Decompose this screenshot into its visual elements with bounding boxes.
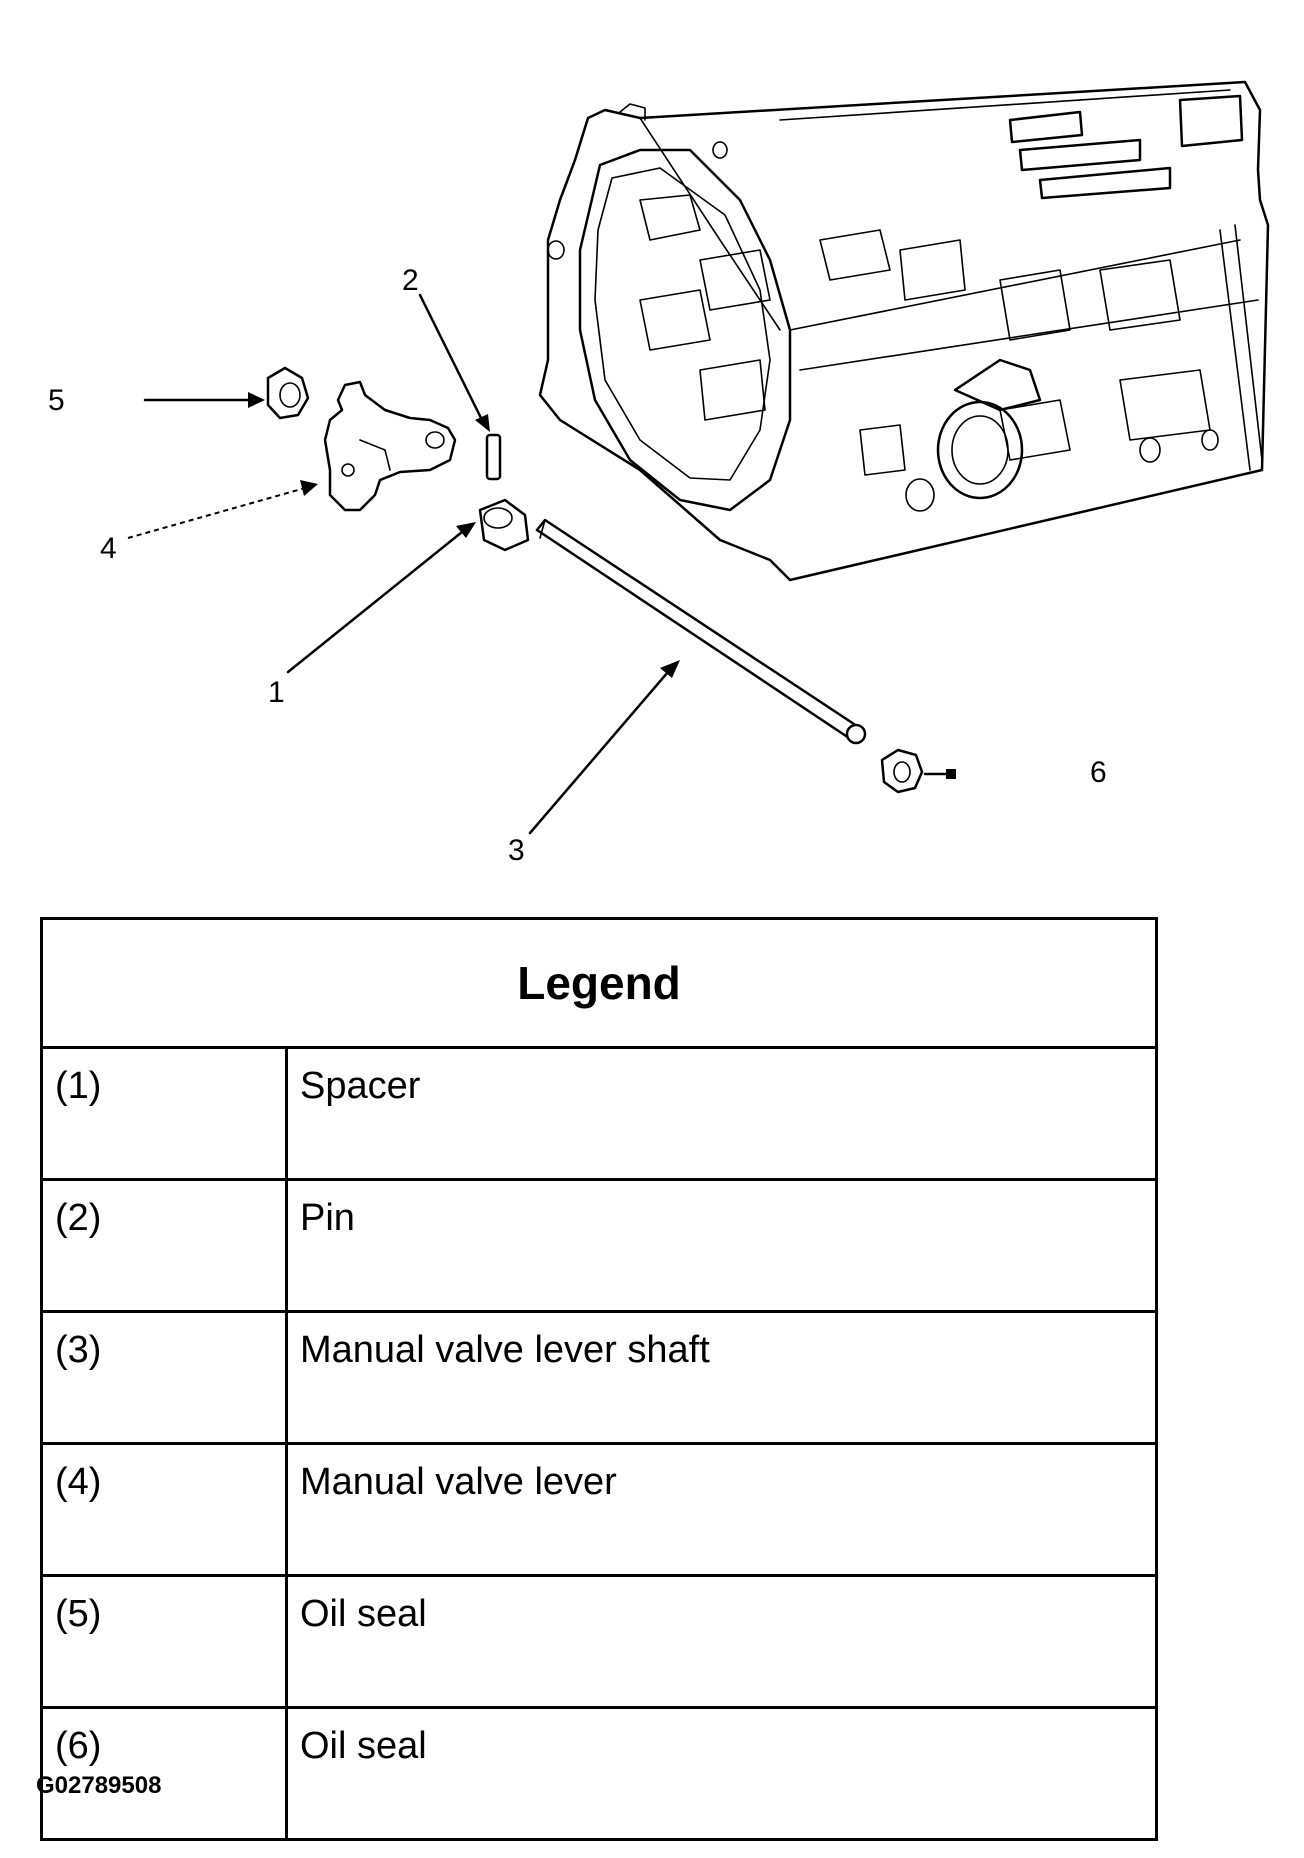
legend-description: Oil seal bbox=[286, 1707, 1157, 1841]
legend-description: Spacer bbox=[286, 1047, 1157, 1181]
callout-3: 3 bbox=[508, 834, 525, 867]
arrowhead-6 bbox=[946, 769, 956, 779]
arrowhead-3 bbox=[660, 660, 680, 678]
table-row: (5) Oil seal bbox=[41, 1575, 1157, 1709]
table-row: (2) Pin bbox=[41, 1179, 1157, 1313]
legend-number: (5) bbox=[41, 1575, 288, 1709]
callout-6: 6 bbox=[1090, 756, 1107, 789]
legend-table: Legend (1) Spacer (2) Pin (3) Manual val… bbox=[40, 917, 1158, 1841]
figure-id: G02789508 bbox=[36, 1772, 162, 1799]
exploded-parts-diagram: 5 4 2 1 3 6 bbox=[48, 80, 1270, 867]
legend-description: Oil seal bbox=[286, 1575, 1157, 1709]
callout-4: 4 bbox=[100, 532, 117, 565]
table-row: (1) Spacer bbox=[41, 1047, 1157, 1181]
leader-line-2 bbox=[418, 293, 484, 422]
leader-line-3 bbox=[528, 670, 670, 835]
spacer-part bbox=[478, 498, 530, 552]
arrowhead-1 bbox=[456, 522, 476, 538]
callout-2: 2 bbox=[402, 264, 419, 297]
callout-5: 5 bbox=[48, 384, 65, 417]
transmission-case bbox=[538, 80, 1270, 582]
manual-valve-lever-part bbox=[323, 380, 457, 512]
legend-number: (6) bbox=[41, 1707, 288, 1841]
pin-part bbox=[485, 433, 502, 481]
legend-number: (2) bbox=[41, 1179, 288, 1313]
callout-1: 1 bbox=[268, 676, 285, 709]
legend-header-row: Legend bbox=[41, 918, 1157, 1049]
legend-description: Manual valve lever bbox=[286, 1443, 1157, 1577]
legend-number: (4) bbox=[41, 1443, 288, 1577]
table-row: (6) Oil seal bbox=[41, 1707, 1157, 1841]
oil-seal-left-part bbox=[266, 366, 310, 420]
legend-description: Pin bbox=[286, 1179, 1157, 1313]
legend-number: (1) bbox=[41, 1047, 288, 1181]
leader-line-1 bbox=[286, 530, 464, 674]
legend-number: (3) bbox=[41, 1311, 288, 1445]
legend-description: Manual valve lever shaft bbox=[286, 1311, 1157, 1445]
arrowhead-5 bbox=[248, 392, 265, 408]
table-row: (4) Manual valve lever bbox=[41, 1443, 1157, 1577]
legend-title: Legend bbox=[41, 918, 1157, 1049]
table-row: (3) Manual valve lever shaft bbox=[41, 1311, 1157, 1445]
arrowhead-4 bbox=[300, 480, 318, 496]
arrowhead-2 bbox=[475, 414, 490, 432]
manual-valve-lever-shaft-part bbox=[535, 518, 867, 745]
oil-seal-right-part bbox=[880, 748, 924, 794]
leader-line-4 bbox=[127, 487, 306, 539]
